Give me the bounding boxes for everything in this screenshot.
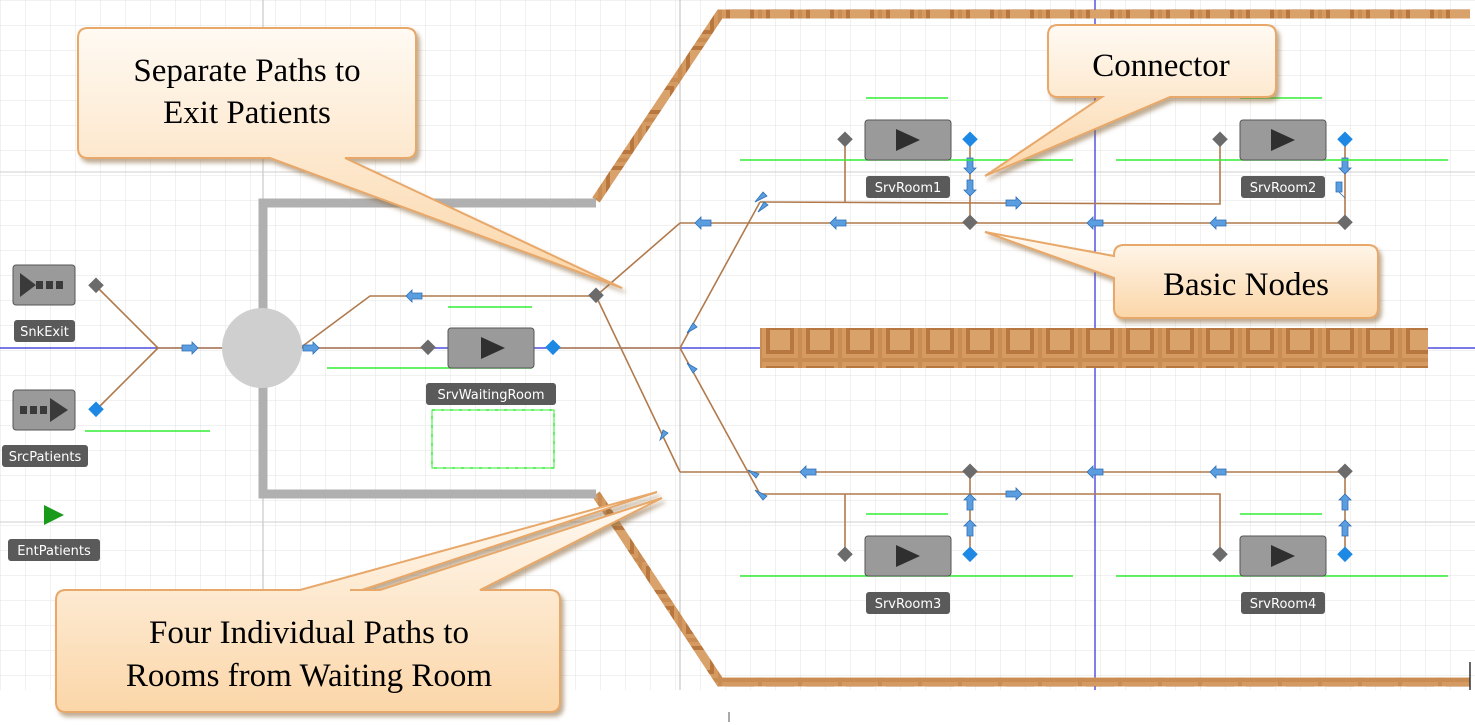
entity-play-icon <box>44 505 64 525</box>
output-node[interactable] <box>545 339 561 356</box>
basic-node[interactable] <box>1337 214 1353 231</box>
wall-center-block <box>760 328 1428 368</box>
server-icon <box>896 129 920 151</box>
source-srcpatients[interactable]: SrcPatients <box>2 389 88 467</box>
basic-node[interactable] <box>1212 546 1228 563</box>
callout-connector: Connector <box>984 24 1277 177</box>
basic-node[interactable] <box>1212 131 1228 148</box>
arrow-left-icon <box>1209 216 1227 230</box>
arrow-left-icon <box>829 216 847 230</box>
arrow-up-icon <box>1338 519 1352 537</box>
arrow-down-icon <box>1335 181 1346 199</box>
arrow-right-icon <box>181 341 199 355</box>
snk-exit-label: SnkExit <box>20 325 69 340</box>
callout-room-paths-line2: Rooms from Waiting Room <box>126 658 492 694</box>
basic-node[interactable] <box>837 546 853 563</box>
src-patients-label: SrcPatients <box>9 450 82 465</box>
ent-patients-label: EntPatients <box>17 544 91 559</box>
basic-node[interactable] <box>962 214 978 231</box>
basic-node[interactable] <box>962 463 978 480</box>
arrow-left-icon <box>405 289 423 303</box>
srv-room1-label: SrvRoom1 <box>875 181 942 196</box>
sink-icon <box>20 273 36 297</box>
server-srvroom2[interactable]: SrvRoom2 <box>1239 119 1327 198</box>
arrow-diagonal-icon <box>686 322 698 334</box>
arrow-diagonal-icon <box>659 429 669 442</box>
arrow-down-icon <box>963 179 977 197</box>
arrow-diagonal-icon <box>754 489 768 501</box>
path-exit-node-down[interactable] <box>595 295 681 473</box>
sink-snkexit[interactable]: SnkExit <box>12 264 76 342</box>
arrow-diagonal-icon <box>754 191 768 203</box>
arrow-diagonal-icon <box>686 362 698 374</box>
server-srvroom4[interactable]: SrvRoom4 <box>1239 535 1327 614</box>
basic-node[interactable] <box>837 131 853 148</box>
srv-room3-label: SrvRoom3 <box>875 597 942 612</box>
arrow-right-icon <box>1005 196 1023 210</box>
output-node[interactable] <box>1337 131 1353 148</box>
path-lower-lane[interactable] <box>760 493 1221 555</box>
source-icon <box>50 398 68 422</box>
server-icon <box>481 337 505 359</box>
callout-room-paths-line1: Four Individual Paths to <box>149 615 469 651</box>
path-hub-return[interactable] <box>299 295 596 349</box>
callout-exit-paths-line2: Exit Patients <box>163 95 331 131</box>
arrow-right-icon <box>302 341 320 355</box>
callout-room-paths: Four Individual Paths to Rooms from Wait… <box>55 491 663 713</box>
callout-connector-text: Connector <box>1092 48 1229 84</box>
arrow-diagonal-icon <box>757 201 769 213</box>
path-upper-lane[interactable] <box>759 140 1221 205</box>
arrow-left-icon <box>799 465 817 479</box>
basic-node-exit-split[interactable] <box>588 287 604 304</box>
srv-room2-label: SrvRoom2 <box>1250 181 1317 196</box>
path-exit-upper[interactable] <box>95 285 159 349</box>
output-node[interactable] <box>1337 546 1353 563</box>
server-srvroom1[interactable]: SrvRoom1 <box>864 119 952 198</box>
nodes <box>88 131 1353 563</box>
basic-node[interactable] <box>1337 463 1353 480</box>
callout-basic-nodes: Basic Nodes <box>984 231 1379 319</box>
arrow-left-icon <box>1086 216 1104 230</box>
wall-lower <box>592 491 1470 687</box>
callout-exit-paths: Separate Paths to Exit Patients <box>77 27 623 289</box>
walls <box>258 9 1470 687</box>
server-icon <box>1271 545 1295 567</box>
hub-circle[interactable] <box>222 308 302 388</box>
arrow-up-icon <box>963 519 977 537</box>
arrow-right-icon <box>1005 487 1023 501</box>
arrow-up-icon <box>963 493 977 511</box>
server-srvwaitingroom[interactable]: SrvWaitingRoom <box>426 327 556 405</box>
srv-room4-label: SrvRoom4 <box>1250 597 1317 612</box>
path-exit-lower[interactable] <box>95 347 159 411</box>
callout-basic-nodes-text: Basic Nodes <box>1163 267 1329 303</box>
arrow-left-icon <box>694 216 712 230</box>
server-icon <box>1271 129 1295 151</box>
srv-waiting-room-label: SrvWaitingRoom <box>437 388 544 403</box>
basic-node[interactable] <box>88 277 104 294</box>
basic-node[interactable] <box>420 339 436 356</box>
output-node[interactable] <box>962 546 978 563</box>
path-direction-arrows <box>181 157 1352 537</box>
server-icon <box>896 545 920 567</box>
arrow-left-icon <box>1086 465 1104 479</box>
callout-exit-paths-line1: Separate Paths to <box>133 53 360 89</box>
server-srvroom3[interactable]: SrvRoom3 <box>864 535 952 614</box>
arrow-up-icon <box>1338 493 1352 511</box>
arrow-left-icon <box>1209 465 1227 479</box>
entity-entpatients[interactable]: EntPatients <box>8 505 100 561</box>
output-node[interactable] <box>88 401 104 418</box>
output-node[interactable] <box>962 131 978 148</box>
arrow-diagonal-icon <box>747 469 760 479</box>
wall-upper <box>592 9 1470 203</box>
